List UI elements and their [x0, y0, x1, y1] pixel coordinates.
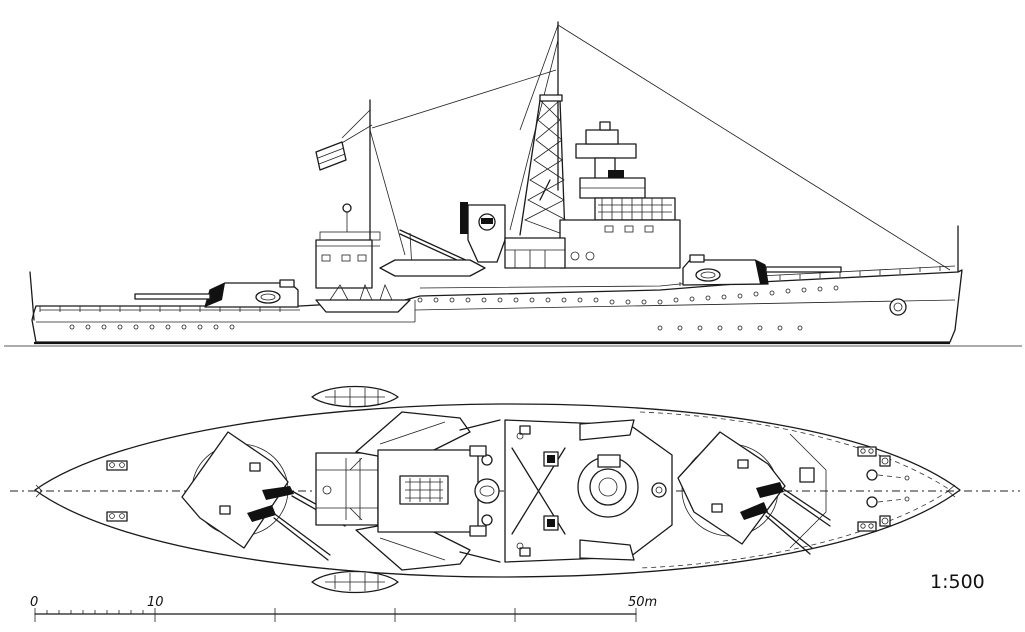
scale-ratio: 1:500: [930, 571, 985, 593]
rigging: [329, 24, 951, 271]
midships-deck: [377, 445, 500, 537]
scale-label-0: 0: [30, 595, 38, 610]
portholes: [69, 285, 839, 331]
stern-staff: [29, 271, 35, 321]
scale-label-50m: 50m: [628, 595, 657, 610]
bridge-plan: [504, 419, 673, 563]
plan-view: [10, 385, 1020, 594]
forward-gun-turret: [682, 254, 842, 286]
boat-crane: [379, 229, 486, 277]
forecastle-fittings: [789, 433, 910, 549]
funnel: [460, 202, 506, 263]
ensign-flag: [315, 141, 347, 171]
scale-bar: 0 10 50m: [30, 595, 657, 622]
ships-boat-starboard: [311, 570, 399, 594]
bridge-structure: [504, 121, 681, 269]
aft-gun-turret: [134, 279, 299, 308]
forward-turret-plan: [677, 431, 831, 555]
hull-side: [31, 269, 963, 343]
ships-boat-port: [311, 385, 399, 408]
stern-bitts: [106, 460, 128, 522]
life-ring: [889, 298, 907, 316]
scale-label-10: 10: [147, 595, 164, 610]
aft-deckhouse-plan: [315, 452, 379, 526]
foremast: [519, 21, 567, 236]
ships-boat-aft: [315, 283, 411, 313]
side-elevation: [4, 21, 1022, 347]
aft-deckhouse: [315, 99, 381, 289]
